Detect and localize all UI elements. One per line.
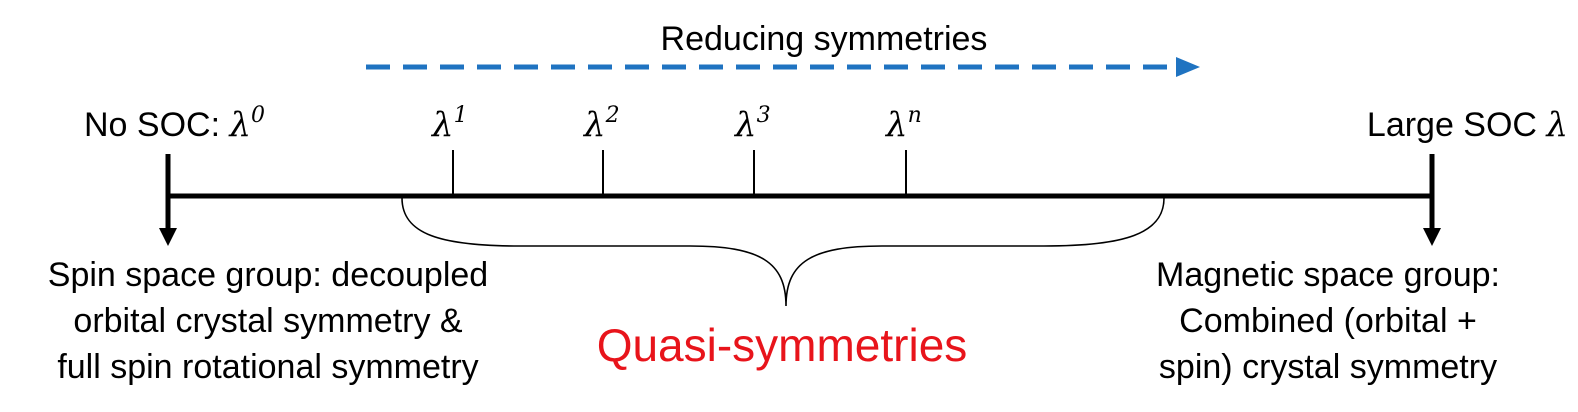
left-desc-line-2: orbital crystal symmetry & [73,302,462,340]
tick-3-exponent: 3 [757,103,771,128]
tick-1-lambda: λ [430,105,454,145]
left-desc-line-1: Spin space group: decoupled [48,256,488,294]
large-soc-prefix: Large SOC [1367,106,1547,144]
large-soc-lambda: λ [1544,105,1568,145]
right-end-arrow [1423,154,1441,246]
tick-label-n: λn [884,103,922,145]
right-desc-line-3: spin) crystal symmetry [1159,348,1497,386]
right-desc-line-1: Magnetic space group: [1156,256,1500,294]
no-soc-exponent: 0 [251,103,265,128]
right-end-arrow-head [1423,228,1441,246]
reducing-arrow-head [1176,57,1200,77]
no-soc-lambda: λ [227,105,251,145]
left-desc-line-3: full spin rotational symmetry [57,348,478,386]
right-desc-line-2: Combined (orbital + [1179,302,1477,340]
tick-2-exponent: 2 [605,103,620,128]
tick-1-exponent: 1 [454,103,468,128]
left-end-arrow-head [159,228,177,246]
no-soc-prefix: No SOC: [84,106,229,144]
reducing-arrow [366,57,1200,77]
no-soc-label: No SOC: λ0 [84,103,265,145]
left-end-arrow [159,154,177,246]
tick-n-exponent: n [908,103,922,128]
tick-n-lambda: λ [884,105,908,145]
quasi-symmetries-label: Quasi-symmetries [597,319,968,371]
tick-label-3: λ3 [733,103,771,145]
quasi-symmetries-brace [401,197,1165,307]
reducing-symmetries-label: Reducing symmetries [661,20,988,58]
large-soc-label: Large SOC λ [1367,105,1568,145]
tick-3-lambda: λ [733,105,757,145]
tick-2-lambda: λ [582,105,606,145]
tick-label-1: λ1 [430,103,468,145]
tick-label-2: λ2 [582,103,620,145]
